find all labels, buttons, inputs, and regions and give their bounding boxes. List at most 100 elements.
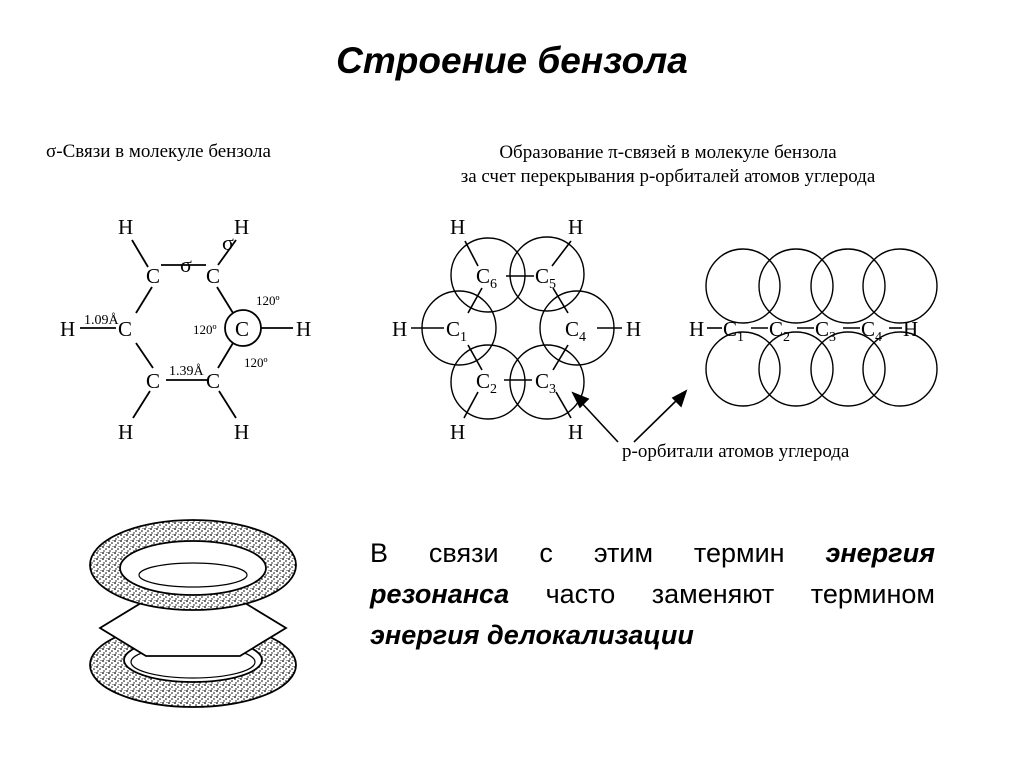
pi-bonds-caption: Образование π-связей в молекуле бензола … (388, 141, 948, 189)
word: В (370, 538, 389, 568)
page-title: Строение бензола (336, 40, 688, 81)
paragraph-line-2: резонанса часто заменяют термином (370, 574, 935, 615)
atom-c6: C6 (476, 264, 497, 292)
sigma-structure (80, 239, 293, 419)
atom-h: H (392, 317, 407, 341)
atom-c5-label: C5 (535, 264, 556, 292)
p-orbitals-label: p-орбитали атомов углерода (622, 441, 850, 462)
atom-h: H (234, 215, 249, 239)
atom-index-subscript: 2 (783, 330, 790, 345)
p-orbital (810, 248, 886, 324)
sigma-label: σ (180, 252, 192, 277)
p-orbital (862, 331, 938, 407)
pi-electron-cloud-illustration (89, 519, 297, 708)
p-orbital (862, 248, 938, 324)
p-orbital (509, 236, 585, 312)
atom-index-subscript: 4 (579, 330, 586, 345)
paragraph-line-3: энергия делокализации (370, 615, 935, 656)
p-orbital (705, 248, 781, 324)
chain-atom-c4: C4 (861, 317, 882, 345)
atom-h: H (118, 215, 133, 239)
p-orbital (450, 237, 526, 313)
word: заменяют (651, 579, 775, 609)
upper-torus-inner-edge (138, 562, 248, 588)
atom-c: C (118, 317, 132, 341)
pi-chain-orbitals (705, 248, 938, 407)
atom-c2-label: C2 (476, 369, 497, 397)
atom-c: C (146, 369, 160, 393)
sigma-label: σ (222, 230, 234, 255)
atom-h: H (234, 420, 249, 444)
atom-index-subscript: 5 (549, 277, 556, 292)
sigma-annotations: σ σ 1.09Å 1.39Å 120º 120º 120º (84, 230, 280, 379)
upper-torus (89, 519, 297, 611)
angle-label: 120º (193, 322, 217, 337)
cc-bond (135, 342, 154, 369)
atom-h: H (689, 317, 704, 341)
arrow-right-shaft (633, 396, 681, 443)
atom-h: H (626, 317, 641, 341)
atom-c4: C4 (565, 317, 586, 345)
paragraph-line-1: В связи с этим термин энергия (370, 533, 935, 574)
word: термином (810, 579, 935, 609)
ch-bond (218, 390, 237, 419)
atom-c: C (206, 369, 220, 393)
ch-bond (217, 239, 237, 266)
atom-index-subscript: 2 (490, 382, 497, 397)
term-delocalization-energy: энергия делокализации (370, 620, 694, 650)
p-orbital (450, 344, 526, 420)
pi-ring-bonds (411, 240, 622, 419)
pi-chain-atoms: H C1 C2 C3 C4 H (689, 317, 918, 345)
p-orbital (758, 331, 834, 407)
atom-c3-label: C3 (535, 369, 556, 397)
atom-index-subscript: 4 (875, 330, 882, 345)
word: термин (693, 538, 785, 568)
arrow-right-head (671, 389, 688, 408)
pi-ring-atoms: H H C6 C5 H C1 C4 H C2 C3 H H (392, 215, 641, 444)
highlighted-carbon-ring (224, 309, 262, 347)
ch-bond (131, 239, 149, 268)
orbital-arrows (571, 389, 688, 443)
word: этим (593, 538, 654, 568)
ch-bond-length: 1.09Å (84, 312, 120, 328)
cc-bond-length: 1.39Å (169, 363, 205, 379)
resonance-paragraph: В связи с этим термин энергия резонанса … (370, 533, 935, 656)
arrow-left-head (571, 391, 590, 409)
pi-caption-line2: за счет перекрывания p-орбиталей атомов … (460, 166, 876, 187)
atom-c: C (146, 264, 160, 288)
cc-bond (216, 286, 234, 314)
atom-index-subscript: 1 (737, 330, 744, 345)
chain-atom-c3: C3 (815, 317, 836, 345)
chain-atom-c1: C1 (723, 317, 744, 345)
angle-label: 120º (256, 293, 280, 308)
angle-label: 120º (244, 355, 268, 370)
atom-h: H (60, 317, 75, 341)
atom-index-subscript: 6 (490, 277, 497, 292)
atom-index-subscript: 3 (549, 382, 556, 397)
p-orbital (705, 331, 781, 407)
atom-h: H (450, 215, 465, 239)
cc-bond (217, 342, 234, 369)
sigma-atoms: H H C C H C C H C C H H (60, 215, 311, 444)
p-orbital (509, 344, 585, 420)
term-energy: энергия (825, 538, 935, 568)
ch-bond (132, 390, 151, 419)
atom-c1: C1 (446, 317, 467, 345)
word: связи (428, 538, 499, 568)
p-orbital (758, 248, 834, 324)
cc-bond (135, 286, 153, 314)
atom-c: C (235, 317, 249, 341)
p-orbital (810, 331, 886, 407)
atom-h: H (450, 420, 465, 444)
atom-c5: C5 (535, 264, 556, 292)
term-resonance: резонанса (370, 579, 510, 609)
atom-h: H (568, 420, 583, 444)
atom-c2: C2 (476, 369, 497, 397)
atom-c4-label: C4 (565, 317, 586, 345)
arrow-left-shaft (578, 399, 619, 443)
word: с (539, 538, 553, 568)
atom-c1-label: C1 (446, 317, 467, 345)
atom-index-subscript: 3 (829, 330, 836, 345)
atom-h: H (903, 317, 918, 341)
